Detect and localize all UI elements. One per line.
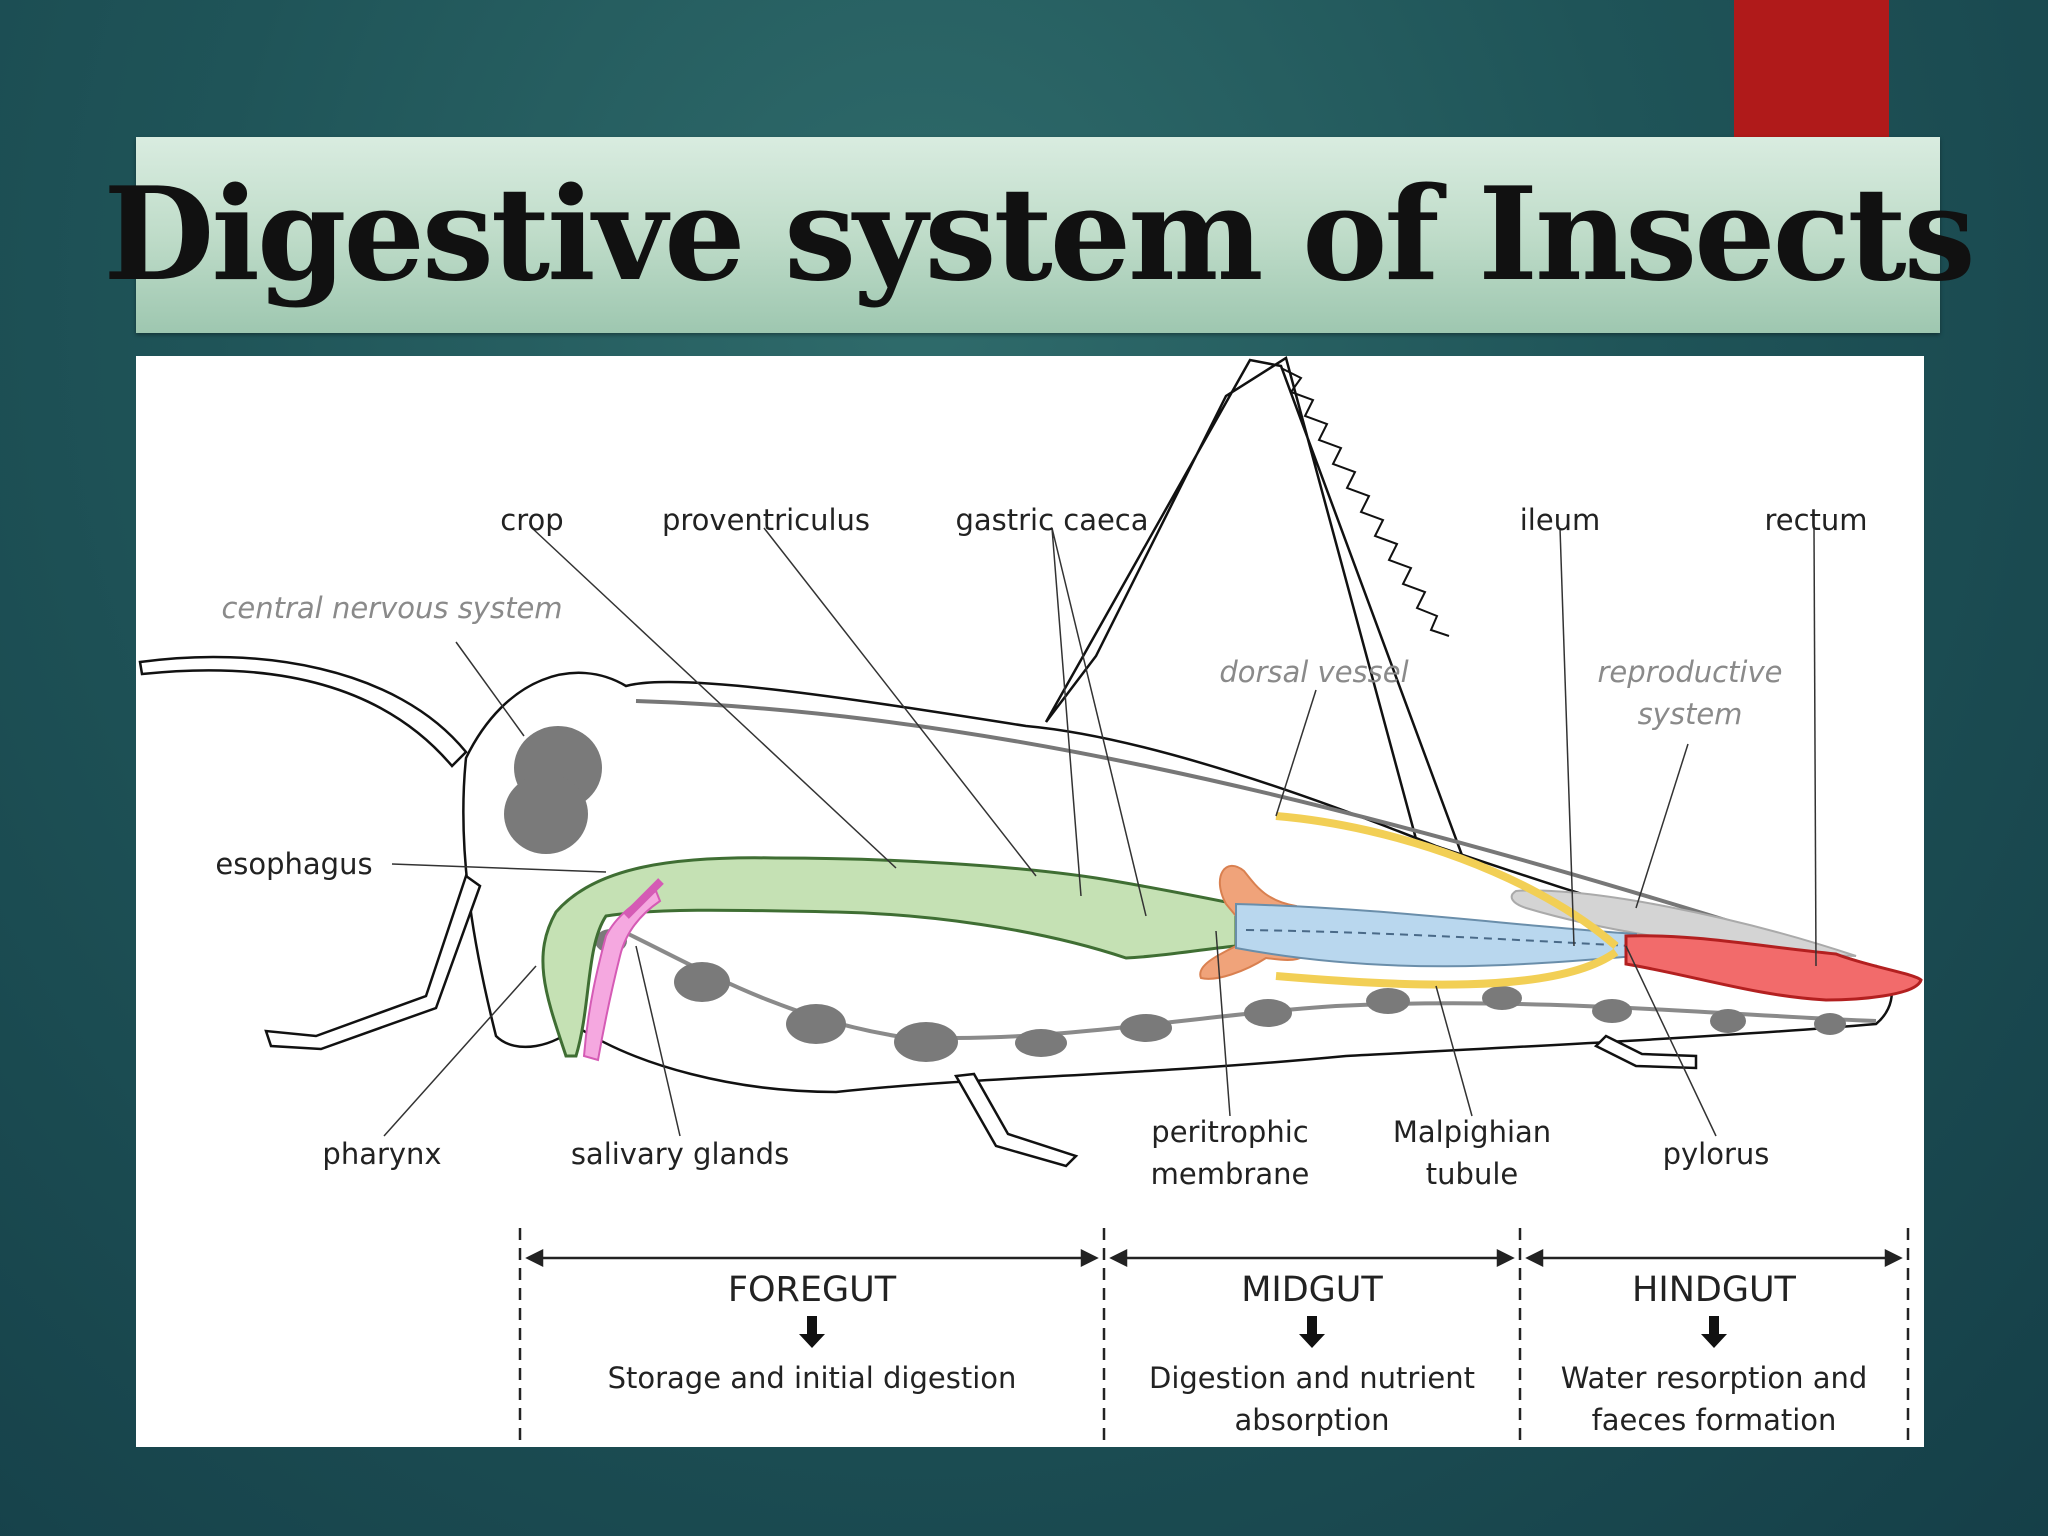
arrowhead (528, 1251, 542, 1265)
slide-title: Digestive system of Insects (103, 160, 1972, 310)
label-pharynx: pharynx (322, 1137, 441, 1171)
accent-block (1734, 0, 1889, 137)
leader-rectum (1814, 528, 1816, 966)
ganglion (1366, 988, 1410, 1014)
label-proventriculus: proventriculus (662, 503, 870, 537)
front-leg (266, 876, 480, 1049)
down-arrow-icon (1299, 1316, 1325, 1348)
ganglion (1814, 1013, 1846, 1035)
section-midgut-title: MIDGUT (1241, 1270, 1383, 1310)
antenna (140, 657, 466, 766)
middle-leg (956, 1074, 1076, 1166)
label-central-nervous-system: central nervous system (221, 591, 562, 625)
label-ileum: ileum (1520, 503, 1601, 537)
brain-lower (504, 774, 588, 854)
ganglion (786, 1004, 846, 1044)
ganglion (894, 1022, 958, 1062)
section-midgut-desc-line2: absorption (1235, 1403, 1390, 1437)
ganglion (1592, 999, 1632, 1023)
label-peritrophic-line2: membrane (1151, 1157, 1310, 1191)
label-peritrophic-line1: peritrophic (1151, 1115, 1308, 1149)
insect-digestive-diagram: crop proventriculus gastric caeca ileum … (136, 356, 1924, 1447)
leader-pharynx (384, 966, 536, 1136)
arrowhead (1112, 1251, 1126, 1265)
ganglion (1482, 986, 1522, 1010)
leader-reproductive (1636, 744, 1688, 908)
section-midgut-desc-line1: Digestion and nutrient (1149, 1361, 1475, 1395)
label-gastric-caeca: gastric caeca (955, 503, 1148, 537)
section-hindgut-desc-line2: faeces formation (1592, 1403, 1837, 1437)
label-crop: crop (500, 503, 563, 537)
section-hindgut-title: HINDGUT (1632, 1270, 1797, 1310)
ganglion (1120, 1014, 1172, 1042)
diagram-panel: crop proventriculus gastric caeca ileum … (136, 356, 1924, 1447)
arrowhead (1082, 1251, 1096, 1265)
label-rectum: rectum (1764, 503, 1867, 537)
label-malpighian-line1: Malpighian (1393, 1115, 1551, 1149)
label-dorsal-vessel: dorsal vessel (1219, 655, 1408, 689)
section-hindgut-desc-line1: Water resorption and (1561, 1361, 1868, 1395)
arrowhead (1886, 1251, 1900, 1265)
section-foregut-title: FOREGUT (728, 1270, 897, 1310)
label-pylorus: pylorus (1663, 1137, 1770, 1171)
label-malpighian-line2: tubule (1426, 1157, 1518, 1191)
down-arrow-icon (799, 1316, 825, 1348)
label-salivary-glands: salivary glands (571, 1137, 789, 1171)
leader-ileum (1560, 528, 1574, 946)
label-reproductive-line2: system (1638, 697, 1743, 731)
label-esophagus: esophagus (215, 847, 372, 881)
title-bar: Digestive system of Insects (136, 137, 1940, 333)
section-foregut-desc: Storage and initial digestion (608, 1361, 1017, 1395)
ganglion (1015, 1029, 1067, 1057)
ganglion (1710, 1009, 1746, 1033)
section-arrows (528, 1251, 1900, 1265)
arrowhead (1498, 1251, 1512, 1265)
ganglion (674, 962, 730, 1002)
down-arrow-icon (1701, 1316, 1727, 1348)
arrowhead (1528, 1251, 1542, 1265)
ganglion (1244, 999, 1292, 1027)
label-reproductive-line1: reproductive (1597, 655, 1782, 689)
